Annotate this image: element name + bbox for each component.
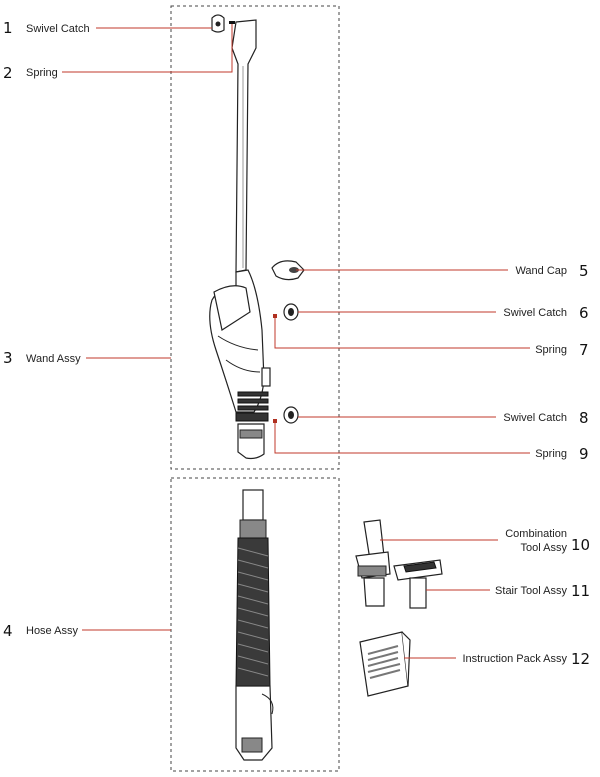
callout-number-5: 5 [579, 262, 589, 280]
callout-label-9: Spring [535, 448, 567, 460]
callout-label-7: Spring [535, 344, 567, 356]
callout-label-10-line1: Combination [505, 528, 567, 540]
callout-label-4: Hose Assy [26, 625, 78, 637]
callout-number-10: 10 [571, 536, 590, 554]
callout-label-5: Wand Cap [515, 265, 567, 277]
spring-part-9 [273, 419, 277, 423]
hose-assy-part [235, 489, 274, 761]
callout-number-4: 4 [3, 622, 13, 640]
stair-tool-part-11 [393, 559, 443, 609]
leader-line-7 [274, 318, 530, 349]
callout-number-1: 1 [3, 19, 13, 37]
callout-label-8: Swivel Catch [503, 412, 567, 424]
callout-number-6: 6 [579, 304, 589, 322]
spring-part-7 [273, 314, 277, 318]
swivel-catch-part-1 [211, 14, 225, 33]
hose-group-box [170, 477, 340, 772]
wand-cap-part-5 [271, 260, 305, 281]
callout-label-3: Wand Assy [26, 353, 81, 365]
callout-label-6: Swivel Catch [503, 307, 567, 319]
combination-tool-part-10 [355, 519, 391, 607]
callout-label-10-line2: Tool Assy [521, 542, 568, 554]
callout-label-1: Swivel Catch [26, 23, 90, 35]
callout-number-8: 8 [579, 409, 589, 427]
callout-label-12: Instruction Pack Assy [462, 653, 567, 665]
wand-assy-part [209, 19, 271, 460]
callout-number-9: 9 [579, 445, 589, 463]
callout-label-2: Spring [26, 67, 58, 79]
callout-label-11: Stair Tool Assy [495, 585, 567, 597]
spring-part-2 [229, 21, 235, 24]
swivel-catch-part-8 [283, 406, 299, 424]
callout-number-2: 2 [3, 64, 13, 82]
leader-line-2 [62, 24, 233, 73]
callout-number-7: 7 [579, 341, 589, 359]
leader-line-9 [274, 423, 530, 454]
wand-group-box [170, 5, 340, 470]
callout-number-12: 12 [571, 650, 590, 668]
callout-number-11: 11 [571, 582, 590, 600]
swivel-catch-part-6 [283, 303, 299, 321]
callout-number-3: 3 [3, 349, 13, 367]
instruction-pack-part-12 [359, 631, 411, 697]
